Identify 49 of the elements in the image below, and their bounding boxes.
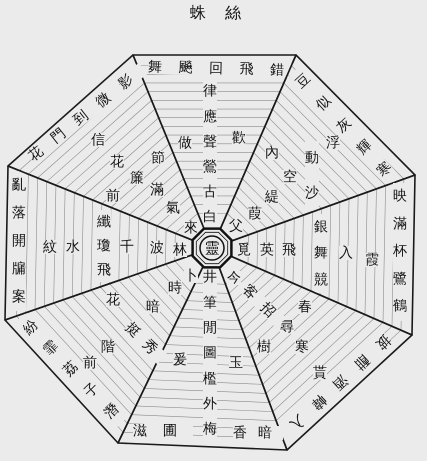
poem-text: 水 (66, 240, 80, 254)
poem-text: 卜 (184, 269, 198, 283)
poem-text: 氣 (166, 201, 180, 215)
poem-text: 信 (91, 133, 105, 147)
poem-text: 歡 (232, 131, 246, 145)
poem-text: 動沙 (305, 140, 319, 210)
poem-text: 銀舞競 (314, 214, 328, 294)
poem-text: 林 (173, 243, 187, 257)
poem-text: 暗 (146, 300, 160, 314)
title-text: 蛛絲 (190, 4, 260, 22)
poem-text: 映滿杯鷺鶴 (393, 183, 407, 321)
poem-text: 滋圃 (133, 424, 193, 438)
poem-text: 入 (339, 246, 353, 260)
poem-text: 節 (151, 151, 165, 165)
poem-text: 空 (283, 170, 297, 184)
poem-text: 爰 (173, 353, 187, 367)
poem-text: 香暗 (233, 426, 283, 440)
poem-text: 前 (83, 356, 97, 370)
poem-text: 寒 (295, 340, 309, 354)
poem-text: 花 (110, 155, 124, 169)
poem-text: 做 (178, 136, 192, 150)
poem-text: 玉 (229, 356, 243, 370)
poem-text: 時 (168, 281, 182, 295)
poem-text: 樹 (257, 340, 271, 354)
poem-text: 前 (106, 189, 120, 203)
center-character: 靈 (204, 240, 220, 256)
poem-text: 階 (101, 340, 115, 354)
poem-text: 春 (298, 300, 312, 314)
poem-text: 內 (265, 146, 279, 160)
poem-text: 花 (106, 293, 120, 307)
poem-text: 尋 (280, 320, 294, 334)
poem-text: 紋 (43, 240, 57, 254)
poem-text: 浮 (326, 136, 340, 150)
poem-text: 緹 (265, 190, 279, 204)
poem-text: 波 (150, 241, 164, 255)
poem-text: 覓 (237, 243, 251, 257)
poem-text: 今 (227, 271, 241, 285)
poem-text: 霞 (365, 253, 379, 267)
poem-text: 滿 (150, 183, 164, 197)
poem-text: 飛 (282, 243, 296, 257)
poem-text: 纖瓊飛 (97, 210, 111, 282)
poem-text: 父 (229, 219, 243, 233)
poem-text: 英 (260, 243, 274, 257)
poem-text: 來 (184, 221, 198, 235)
poem-text: 千 (120, 240, 134, 254)
poem-text: 葭 (248, 207, 262, 221)
poem-text: 貰 (313, 366, 327, 380)
poem-text: 簾 (130, 171, 144, 185)
poem-text: 亂落開牖案 (12, 171, 26, 311)
